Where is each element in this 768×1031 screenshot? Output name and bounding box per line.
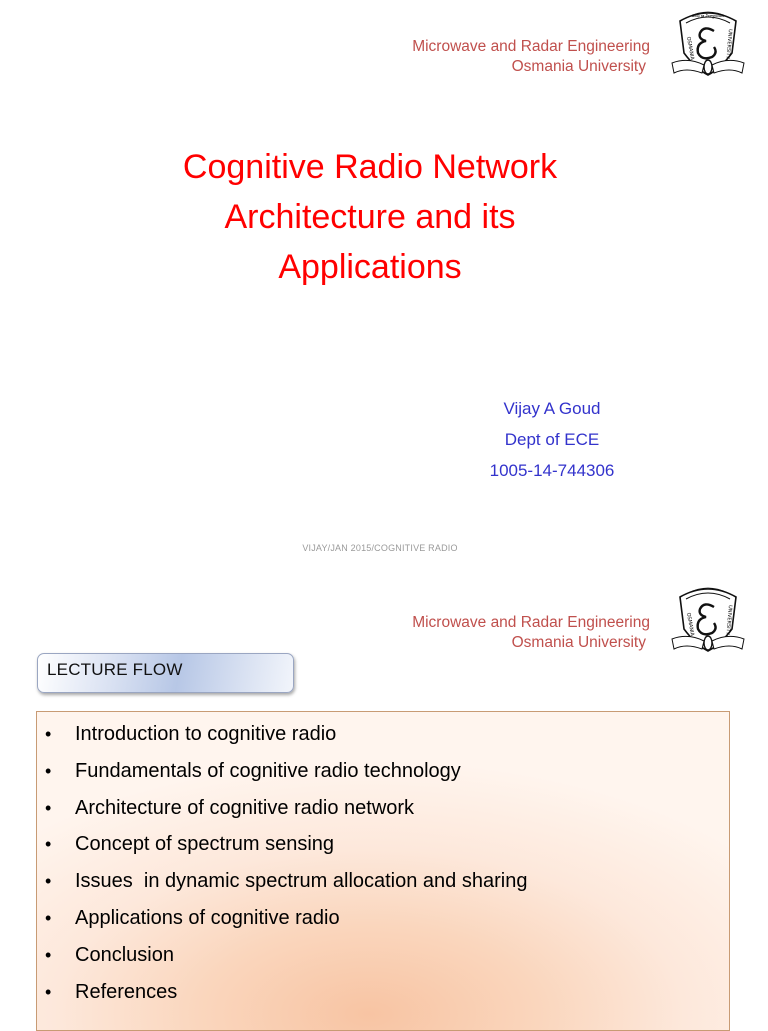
university-crest-icon: అంధ ఆ విద్యాలయం OSMANIA UNIVERSITY <box>671 11 745 76</box>
slide-header: Microwave and Radar Engineering Osmania … <box>412 37 650 77</box>
title-line-1: Cognitive Radio Network <box>182 148 558 186</box>
author-block: Vijay A Goud Dept of ECE 1005-14-744306 <box>462 393 642 486</box>
list-item: •Fundamentals of cognitive radio technol… <box>37 753 729 790</box>
bullet-icon: • <box>45 907 52 928</box>
author-id: 1005-14-744306 <box>489 461 615 480</box>
university-crest-icon: OSMANIA UNIVERSITY <box>671 587 745 652</box>
svg-text:UNIVERSITY: UNIVERSITY <box>724 29 733 60</box>
svg-text:OSMANIA: OSMANIA <box>685 612 695 637</box>
title-slide: Microwave and Radar Engineering Osmania … <box>120 11 745 553</box>
slide-header: Microwave and Radar Engineering Osmania … <box>412 613 650 653</box>
lecture-flow-list: •Introduction to cognitive radio •Fundam… <box>37 712 729 1010</box>
header-university: Osmania University <box>511 58 646 75</box>
svg-text:UNIVERSITY: UNIVERSITY <box>724 605 733 636</box>
bullet-icon: • <box>45 797 52 818</box>
list-item: •Architecture of cognitive radio network <box>37 790 729 827</box>
title-line-3: Applications <box>278 248 462 286</box>
author-name: Vijay A Goud <box>503 399 601 418</box>
svg-text:అంధ ఆ విద్యాలయం: అంధ ఆ విద్యాలయం <box>692 13 725 19</box>
header-department: Microwave and Radar Engineering <box>412 614 650 631</box>
author-dept: Dept of ECE <box>504 430 600 449</box>
bullet-icon: • <box>45 724 52 744</box>
svg-text:OSMANIA: OSMANIA <box>685 36 695 61</box>
slide-footer: VIJAY/JAN 2015/COGNITIVE RADIO <box>302 543 458 553</box>
list-item: •Applications of cognitive radio <box>37 900 729 937</box>
lecture-flow-box: •Introduction to cognitive radio •Fundam… <box>36 711 730 1031</box>
bullet-icon: • <box>45 760 52 781</box>
bullet-icon: • <box>45 981 52 1002</box>
list-item: •Conclusion <box>37 937 729 974</box>
list-item: •Concept of spectrum sensing <box>37 826 729 863</box>
list-item: •Issues in dynamic spectrum allocation a… <box>37 863 729 900</box>
lecture-flow-heading: LECTURE FLOW <box>37 653 294 693</box>
title-line-2: Architecture and its <box>224 198 516 236</box>
list-item: •Introduction to cognitive radio <box>37 716 729 753</box>
header-university: Osmania University <box>511 634 646 651</box>
list-item: •References <box>37 974 729 1011</box>
bullet-icon: • <box>45 871 52 892</box>
bullet-icon: • <box>45 944 52 965</box>
presentation-title: Cognitive Radio Network Architecture and… <box>120 142 620 292</box>
bullet-icon: • <box>45 834 52 855</box>
lecture-flow-slide: Microwave and Radar Engineering Osmania … <box>0 572 768 1031</box>
header-department: Microwave and Radar Engineering <box>412 38 650 55</box>
